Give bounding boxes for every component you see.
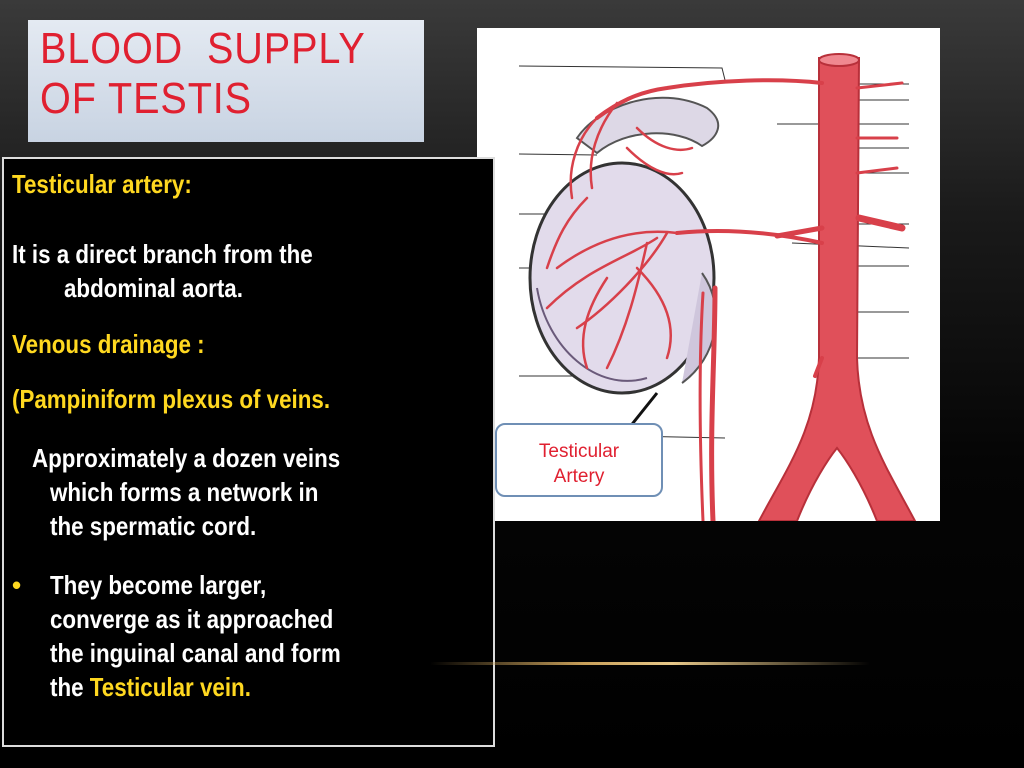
bullet-line-3: the inguinal canal and form <box>50 638 341 668</box>
testicular-vein-highlight: Testicular vein. <box>89 672 251 702</box>
heading-testicular-artery: Testicular artery: <box>12 169 192 199</box>
bullet-marker: • <box>12 570 22 600</box>
artery-text-line-1: It is a direct branch from the <box>12 239 313 269</box>
content-box: Testicular artery: It is a direct branch… <box>2 157 495 747</box>
pampiniform-text: (Pampiniform plexus of veins. <box>12 384 331 414</box>
artery-text-line-2: abdominal aorta. <box>64 273 243 303</box>
bullet-line-4-prefix: the <box>50 672 90 702</box>
heading-venous-drainage: Venous drainage : <box>12 329 205 359</box>
callout-line-2: Artery <box>553 466 605 487</box>
testis-artery-diagram <box>518 53 917 524</box>
dozen-veins-line-3: the spermatic cord. <box>50 511 257 541</box>
title-box: BLOOD SUPPLY OF TESTIS <box>28 20 424 142</box>
bullet-line-1: They become larger, <box>50 570 267 600</box>
title-line-2: OF TESTIS <box>40 74 253 123</box>
bullet-line-2: converge as it approached <box>50 604 334 634</box>
title-line-1: BLOOD SUPPLY <box>40 24 366 73</box>
dozen-veins-line-2: which forms a network in <box>50 477 319 507</box>
slide-title: BLOOD SUPPLY OF TESTIS <box>40 24 366 124</box>
callout-line-1: Testicular <box>538 441 620 462</box>
decorative-gold-line <box>430 662 870 665</box>
dozen-veins-line-1: Approximately a dozen veins <box>32 443 341 473</box>
testicular-artery-callout: Testicular Artery <box>495 423 663 497</box>
